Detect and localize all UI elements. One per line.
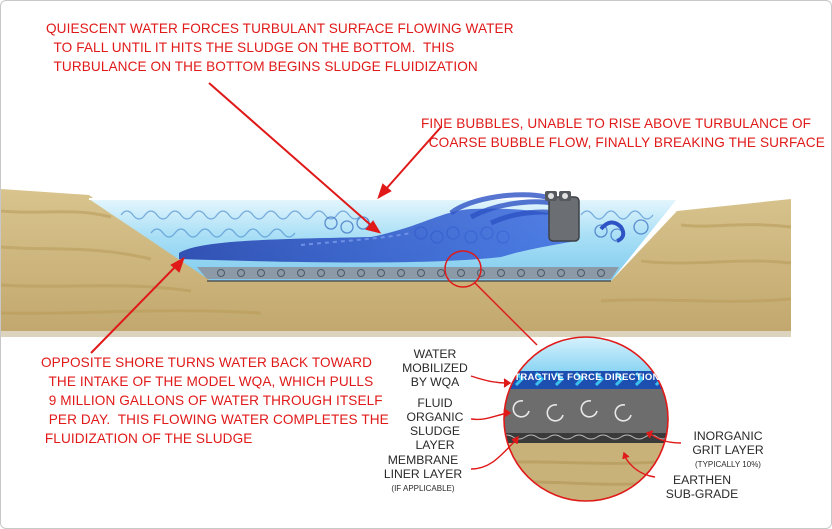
earthen-embankment [1, 189, 792, 337]
callout-fine-bubbles: FINE BUBBLES, UNABLE TO RISE ABOVE TURBU… [421, 116, 825, 150]
tractive-force-banner: TRACTIVE FORCE DIRECTION [514, 372, 660, 383]
magnify-connector [474, 282, 538, 346]
callout-arrows [90, 82, 442, 354]
label-fluid-organic-sludge: FLUID ORGANIC SLUDGE LAYER [406, 396, 464, 452]
wqa-unit [545, 191, 626, 243]
label-membrane-liner: MEMBRANE LINER LAYER [383, 453, 463, 481]
layer-leader-arrows [470, 375, 682, 478]
detail-cross-section [503, 336, 669, 502]
callout-opposite-shore: OPPOSITE SHORE TURNS WATER BACK TOWARD T… [41, 355, 389, 446]
magnify-source-ring [444, 250, 482, 288]
label-membrane-note: (IF APPLICABLE) [391, 484, 455, 493]
label-inorganic-grit: INORGANIC GRIT LAYER [692, 429, 764, 457]
label-grit-note: (TYPICALLY 10%) [695, 460, 761, 469]
callout-sludge-turbulence: QUIESCENT WATER FORCES TURBULANT SURFACE… [46, 21, 514, 74]
label-water-mobilized: WATER MOBILIZED BY WQA [402, 347, 468, 389]
lagoon-water [89, 192, 677, 282]
label-earthen-subgrade: EARTHEN SUB-GRADE [665, 473, 739, 501]
